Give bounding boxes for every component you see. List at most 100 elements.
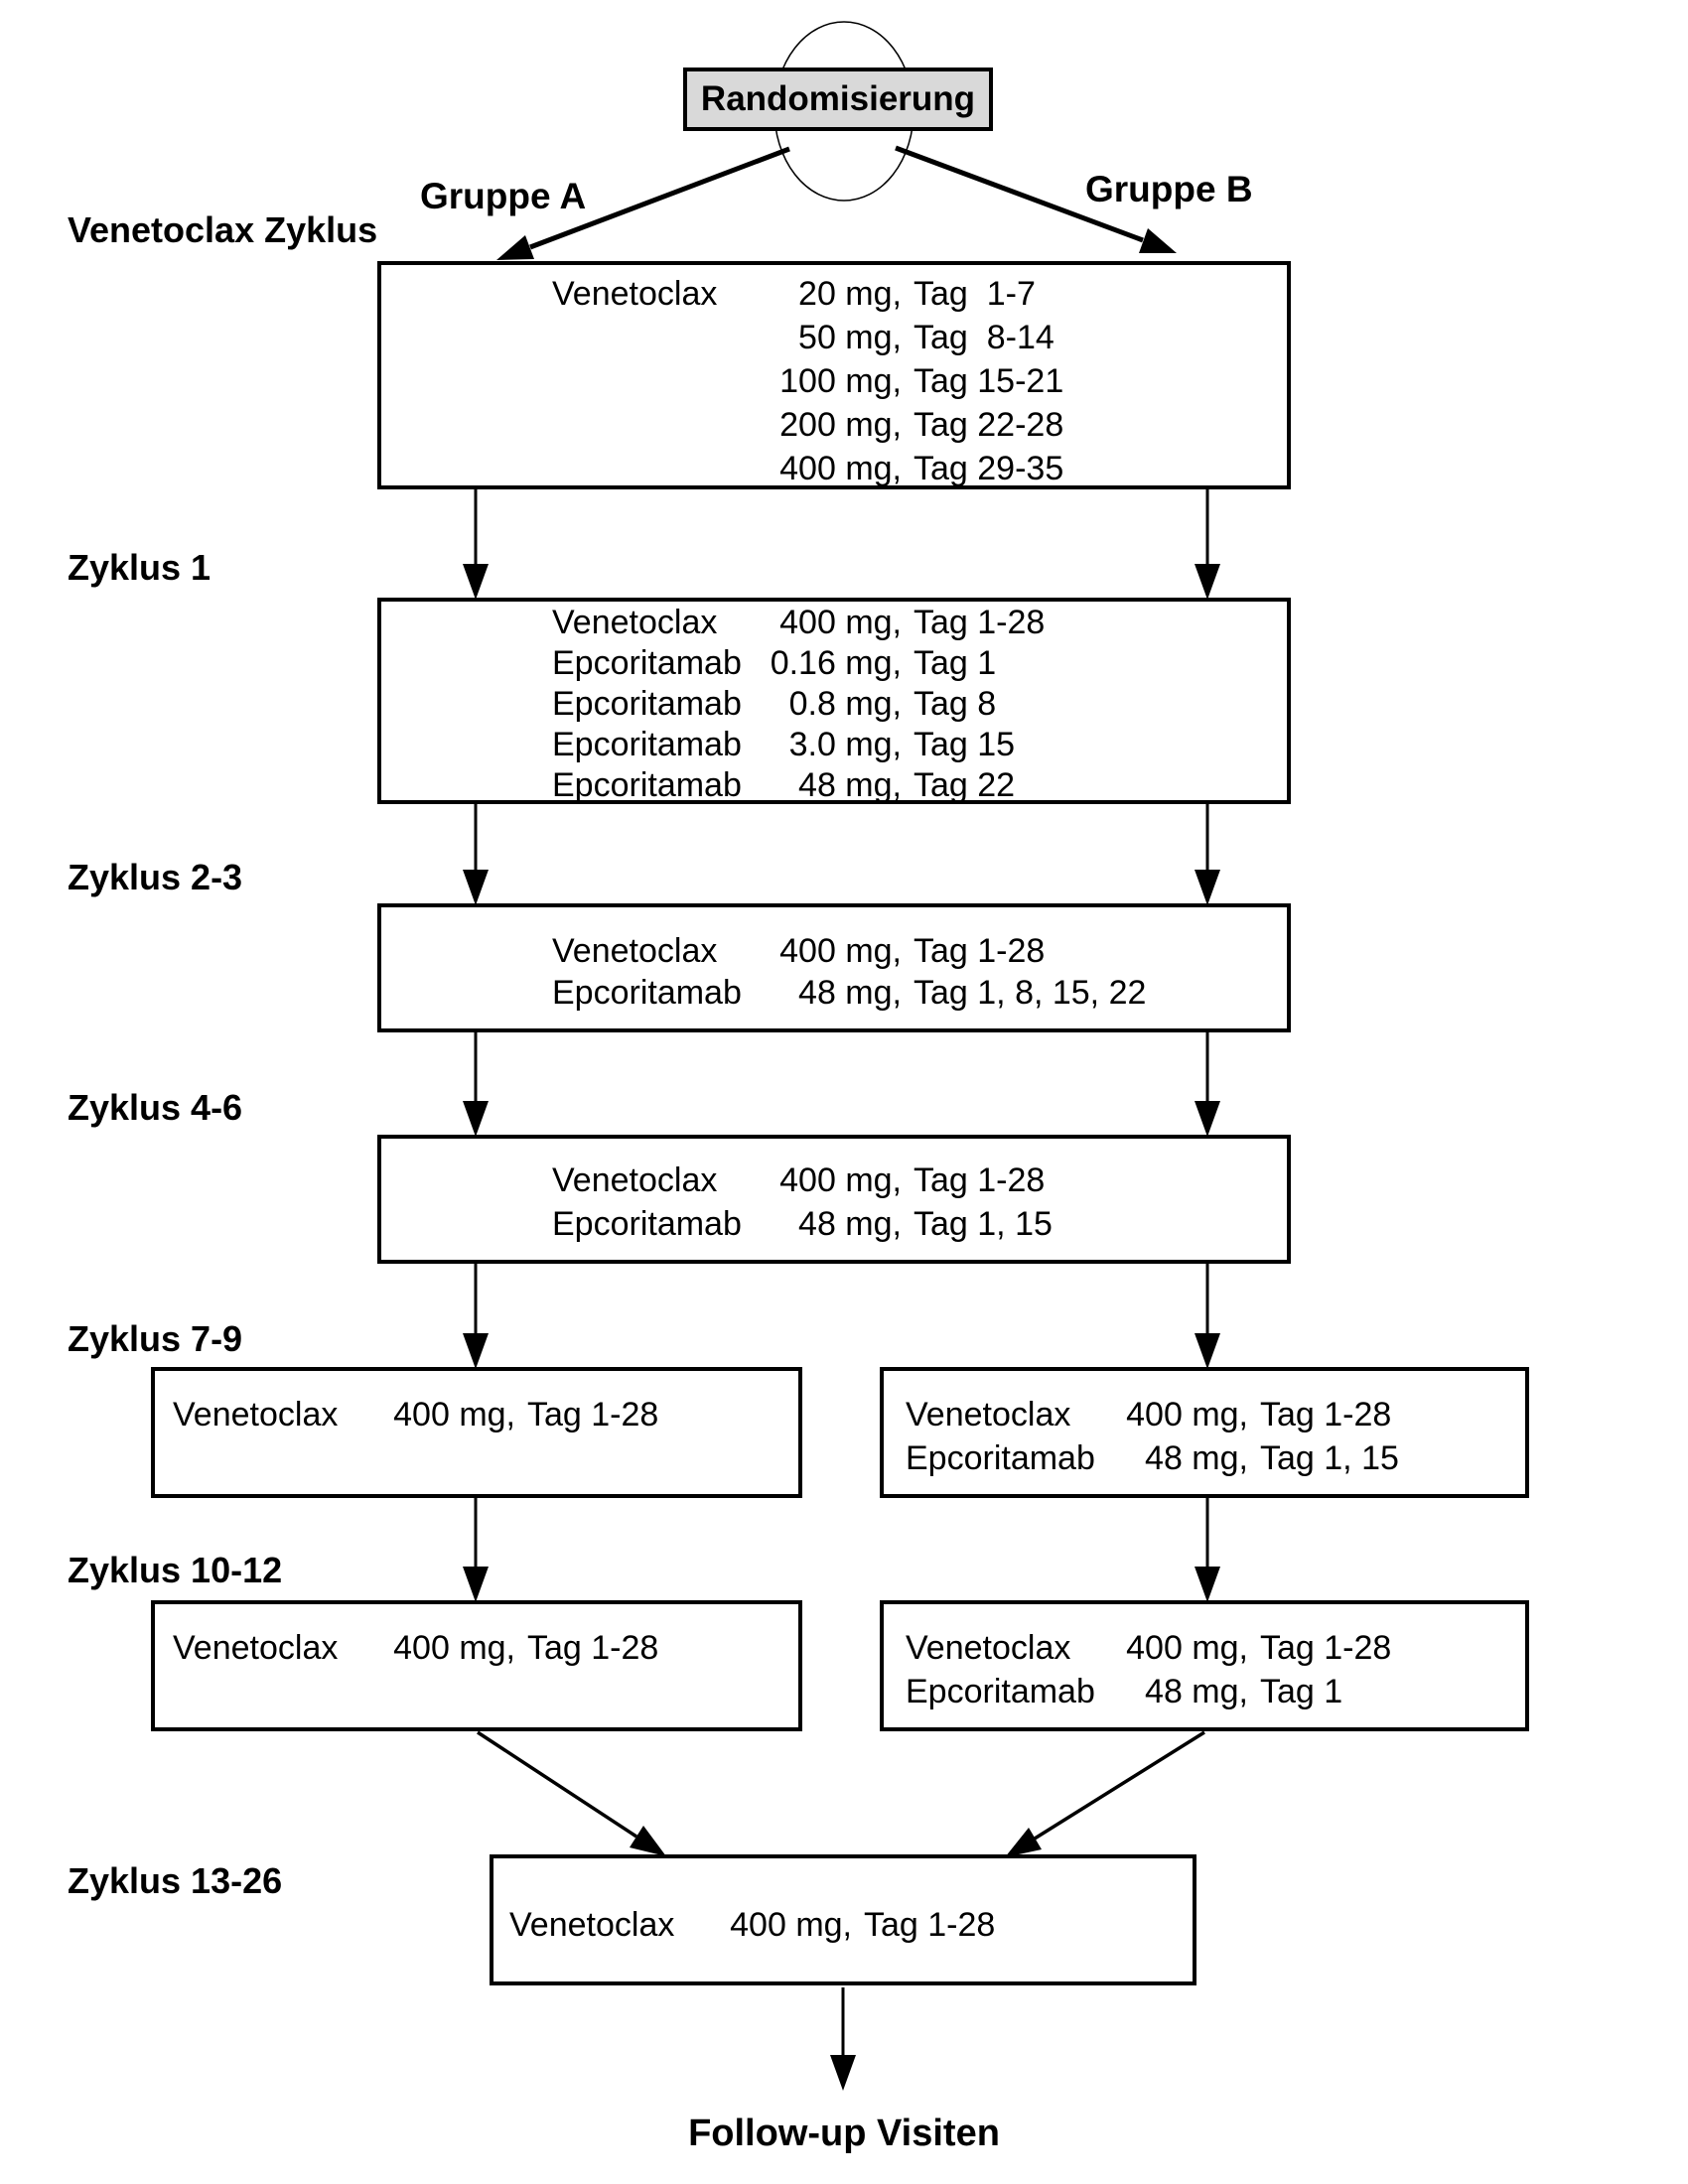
dose-value: 400 mg, xyxy=(779,449,902,487)
follow-up-label: Follow-up Visiten xyxy=(688,2113,1000,2154)
stage-label-zyklus-10-12: Zyklus 10-12 xyxy=(68,1550,283,1590)
dose-value: 100 mg, xyxy=(779,361,902,400)
stage-label-zyklus-7-9: Zyklus 7-9 xyxy=(68,1318,243,1359)
dose-value: 3.0 mg, xyxy=(788,726,902,763)
arrowhead xyxy=(463,870,489,905)
arrow-randomization-to-group-a xyxy=(529,146,790,250)
dose-row: Venetoclax 400 mg, Tag 1-28 xyxy=(381,1159,1287,1202)
drug-name: Epcoritamab xyxy=(906,1438,1095,1477)
drug-name: Venetoclax xyxy=(552,274,718,313)
treatment-box-cycle-2-3: Venetoclax 400 mg, Tag 1-28 Epcoritamab 48 … xyxy=(377,903,1291,1032)
dose-value: 400 mg, xyxy=(779,931,902,970)
arrowhead-group-b xyxy=(1139,228,1177,253)
arrowhead xyxy=(463,1101,489,1137)
dose-days: Tag 1-28 xyxy=(914,1160,1046,1199)
drug-name: Epcoritamab xyxy=(552,1204,742,1243)
dose-days: Tag 22-28 xyxy=(914,405,1064,444)
dose-days: Tag 29-35 xyxy=(914,449,1064,487)
dose-value: 400 mg, xyxy=(1126,1395,1248,1433)
arrowhead xyxy=(463,1333,489,1369)
dose-days: Tag 15-21 xyxy=(914,361,1064,400)
dose-days: Tag 1-7 xyxy=(914,274,1036,313)
arrowhead-group-a xyxy=(496,235,534,260)
dose-days: Tag 1-28 xyxy=(527,1395,659,1433)
dose-row: Epcoritamab 3.0 mg, Tag 15 xyxy=(381,725,1287,765)
dose-value: 0.8 mg, xyxy=(788,685,902,723)
arrowhead xyxy=(1195,1101,1220,1137)
drug-name: Epcoritamab xyxy=(552,973,742,1012)
drug-name: Epcoritamab xyxy=(552,726,742,763)
stage-label-zyklus-2-3: Zyklus 2-3 xyxy=(68,857,243,897)
dose-row: Epcoritamab 0.16 mg, Tag 1 xyxy=(381,643,1287,684)
treatment-box-cycle-7-9-group-a: Venetoclax 400 mg, Tag 1-28 xyxy=(151,1367,802,1498)
arrowhead xyxy=(830,2055,856,2091)
drug-name: Venetoclax xyxy=(552,1160,718,1199)
group-a-label: Gruppe A xyxy=(420,176,587,216)
dose-value: 48 mg, xyxy=(798,973,902,1012)
dose-row: Venetoclax 400 mg, Tag 1-28 xyxy=(155,1393,798,1436)
dose-value: 48 mg, xyxy=(1145,1438,1248,1477)
arrowhead xyxy=(1195,564,1220,600)
arrowhead xyxy=(1195,1333,1220,1369)
dose-row: Venetoclax 400 mg, Tag 1-28 xyxy=(381,603,1287,643)
dose-value: 400 mg, xyxy=(1126,1628,1248,1667)
dose-row: Epcoritamab 48 mg, Tag 1, 15 xyxy=(884,1436,1525,1480)
dose-row: 400 mg, Tag 29-35 xyxy=(381,447,1287,490)
dose-days: Tag 1-28 xyxy=(914,931,1046,970)
drug-name: Venetoclax xyxy=(509,1905,675,1944)
stage-label-zyklus-13-26: Zyklus 13-26 xyxy=(68,1860,283,1901)
dose-row: Venetoclax 400 mg, Tag 1-28 xyxy=(884,1626,1525,1670)
dose-value: 400 mg, xyxy=(393,1395,515,1433)
drug-name: Venetoclax xyxy=(552,931,718,970)
arrow-c1012b-to-c1326 xyxy=(1034,1730,1205,1841)
dose-value: 48 mg, xyxy=(798,1204,902,1243)
drug-name: Venetoclax xyxy=(173,1628,339,1667)
dose-days: Tag 1-28 xyxy=(914,604,1046,641)
dose-value: 400 mg, xyxy=(779,604,902,641)
dose-value: 400 mg, xyxy=(730,1905,852,1944)
stage-label-zyklus-4-6: Zyklus 4-6 xyxy=(68,1087,243,1128)
drug-name: Venetoclax xyxy=(173,1395,339,1433)
drug-name: Epcoritamab xyxy=(552,685,742,723)
dose-days: Tag 22 xyxy=(914,766,1016,804)
arrow-c1012a-to-c1326 xyxy=(477,1730,637,1839)
dose-days: Tag 15 xyxy=(914,726,1016,763)
dose-days: Tag 8 xyxy=(914,685,997,723)
dose-row: 200 mg,Tag 22-28 xyxy=(381,403,1287,447)
dose-row: Venetoclax 400 mg, Tag 1-28 xyxy=(381,930,1287,972)
dose-row: Epcoritamab 0.8 mg, Tag 8 xyxy=(381,684,1287,725)
drug-name: Epcoritamab xyxy=(552,644,742,682)
drug-name: Epcoritamab xyxy=(552,766,742,804)
dose-value: 400 mg, xyxy=(393,1628,515,1667)
dose-row: 100 mg, Tag 15-21 xyxy=(381,359,1287,403)
drug-name: Venetoclax xyxy=(552,604,718,641)
arrowhead xyxy=(463,564,489,600)
dose-days: Tag 1 xyxy=(914,644,997,682)
dose-days: Tag 1 xyxy=(1260,1672,1343,1710)
treatment-box-cycle-4-6: Venetoclax 400 mg, Tag 1-28 Epcoritamab 48 … xyxy=(377,1135,1291,1264)
dose-row: 50 mg,Tag 8-14 xyxy=(381,316,1287,359)
group-b-label: Gruppe B xyxy=(1085,169,1253,209)
dose-days: Tag 1-28 xyxy=(1260,1395,1392,1433)
randomization-box: Randomisierung xyxy=(683,68,993,131)
dose-value: 400 mg, xyxy=(779,1160,902,1199)
dose-value: 0.16 mg, xyxy=(770,644,902,682)
stage-label-zyklus-1: Zyklus 1 xyxy=(68,547,211,588)
drug-name: Venetoclax xyxy=(906,1628,1071,1667)
dose-days: Tag 1, 15 xyxy=(1260,1438,1399,1477)
arrowhead xyxy=(1195,870,1220,905)
dose-row: Venetoclax 400 mg, Tag 1-28 xyxy=(155,1626,798,1670)
drug-name: Epcoritamab xyxy=(906,1672,1095,1710)
dose-days: Tag 1-28 xyxy=(527,1628,659,1667)
dose-days: Tag 1-28 xyxy=(1260,1628,1392,1667)
